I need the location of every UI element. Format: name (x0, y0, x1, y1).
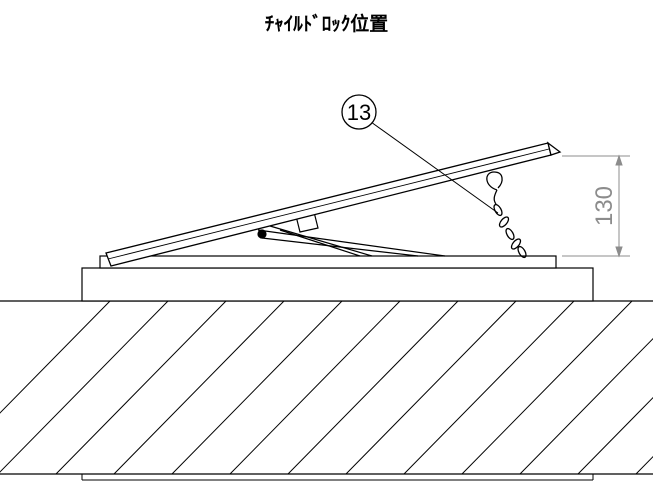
hatch-line (461, 301, 633, 474)
ground-hatching (0, 301, 653, 474)
hatch-frame (81, 267, 594, 302)
hatch-line (113, 301, 285, 474)
callout-number: 13 (347, 100, 371, 125)
chain-link (517, 245, 527, 259)
hatch-line (229, 301, 401, 474)
hatch-line (287, 301, 459, 474)
chain-link (498, 216, 510, 228)
hatch-lid (105, 141, 562, 267)
hatch-line (577, 396, 653, 474)
height-dimension (562, 154, 630, 258)
hatch-line (0, 301, 111, 414)
callout-circle (341, 94, 377, 130)
chain-link (510, 238, 522, 250)
diagram-title: ﾁｬｲﾙﾄﾞﾛｯｸ位置 (264, 13, 389, 35)
hatch-line (403, 301, 575, 474)
hatch-line (171, 301, 343, 474)
child-lock-chain (486, 171, 527, 259)
chain-link (505, 227, 515, 241)
dimension-value: 130 (591, 186, 618, 226)
hatch-line (0, 301, 169, 473)
hatch-line (635, 455, 653, 474)
base-plate (99, 255, 557, 269)
ground-section (0, 300, 653, 475)
hatch-line (519, 337, 653, 474)
hatch-line (345, 301, 517, 474)
callout-leader (370, 121, 499, 214)
hatch-line (55, 301, 227, 474)
